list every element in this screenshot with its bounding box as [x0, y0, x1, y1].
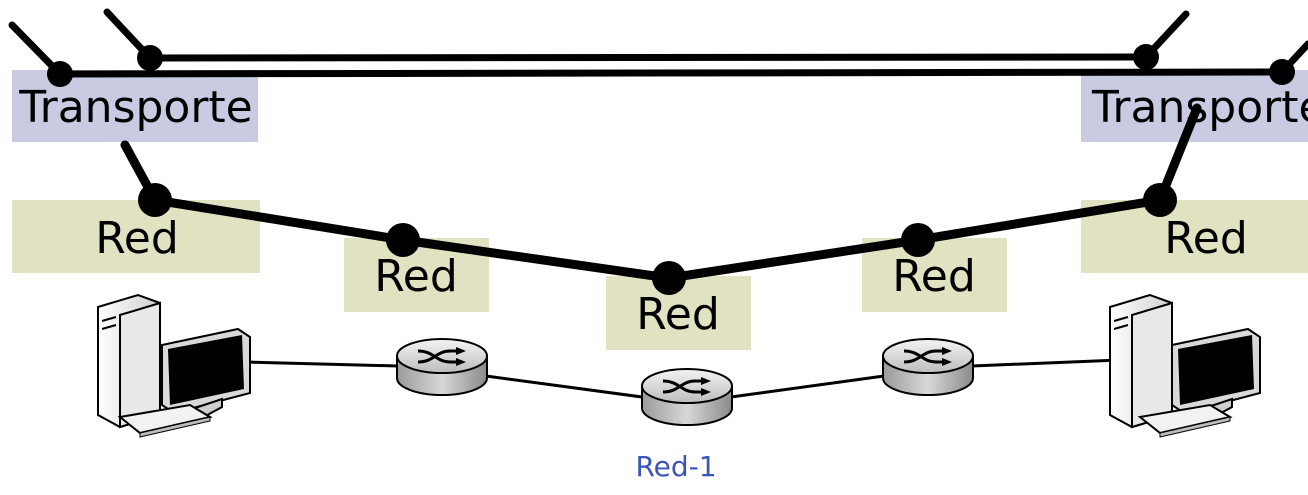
network-hop-node: [901, 223, 935, 257]
network-hop-node: [652, 261, 686, 295]
transport-endpoint-node: [47, 61, 73, 87]
network-label-4: Red: [892, 251, 976, 302]
network-label-5: Red: [1164, 213, 1248, 264]
router-icon: [641, 368, 733, 426]
network-box-4: [862, 238, 1007, 312]
router-icon: [396, 338, 488, 396]
transport-connection: [8, 8, 1308, 78]
diagram-caption: Red-1: [635, 450, 716, 483]
network-path: [120, 103, 1202, 283]
transport-endpoint-node: [1269, 59, 1295, 85]
transport-endpoint-node: [1133, 44, 1159, 70]
computer-icon: [97, 293, 251, 438]
network-label-1: Red: [95, 213, 179, 264]
router-icon: [882, 338, 974, 396]
transport-endpoint-node: [137, 45, 163, 71]
network-label-2: Red: [374, 251, 458, 302]
physical-links: [244, 358, 1121, 399]
network-hop-node: [1143, 183, 1177, 217]
network-hop-node: [386, 223, 420, 257]
network-label-3: Red: [636, 289, 720, 340]
transport-label-left: Transporte: [18, 82, 253, 133]
network-hop-node: [138, 183, 172, 217]
network-box-5: [1081, 200, 1308, 273]
computer-icon: [1109, 293, 1261, 438]
